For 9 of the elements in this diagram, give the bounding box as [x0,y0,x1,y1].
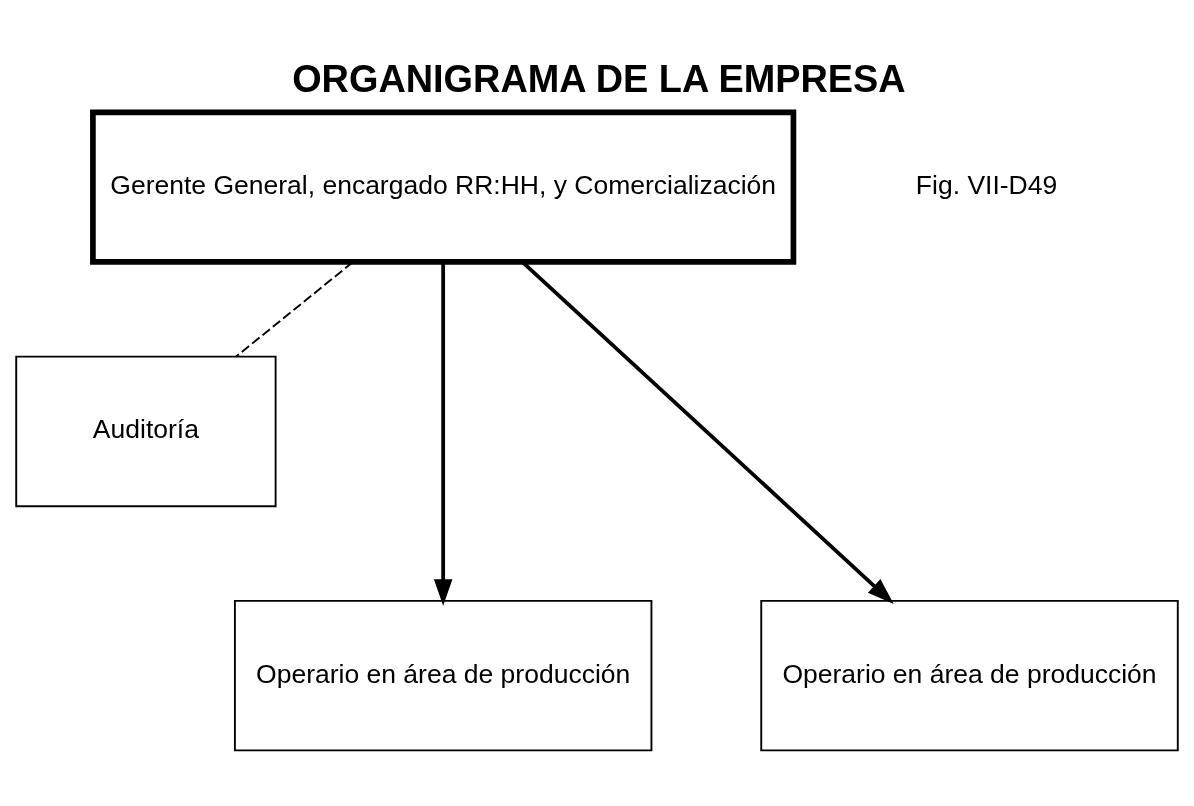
arrow [521,260,894,604]
node-box: Auditoría [15,355,277,508]
node-box: Gerente General, encargado RR:HH, y Comercialización [90,109,797,265]
arrow [433,262,453,606]
node-box: Operario en área de producción [233,599,653,752]
diagram-title: ORGANIGRAMA DE LA EMPRESA [292,57,906,100]
label: Fig. VII-D49 [915,170,1058,201]
connector [235,261,354,358]
node-box: Operario en área de producción [760,599,1179,752]
